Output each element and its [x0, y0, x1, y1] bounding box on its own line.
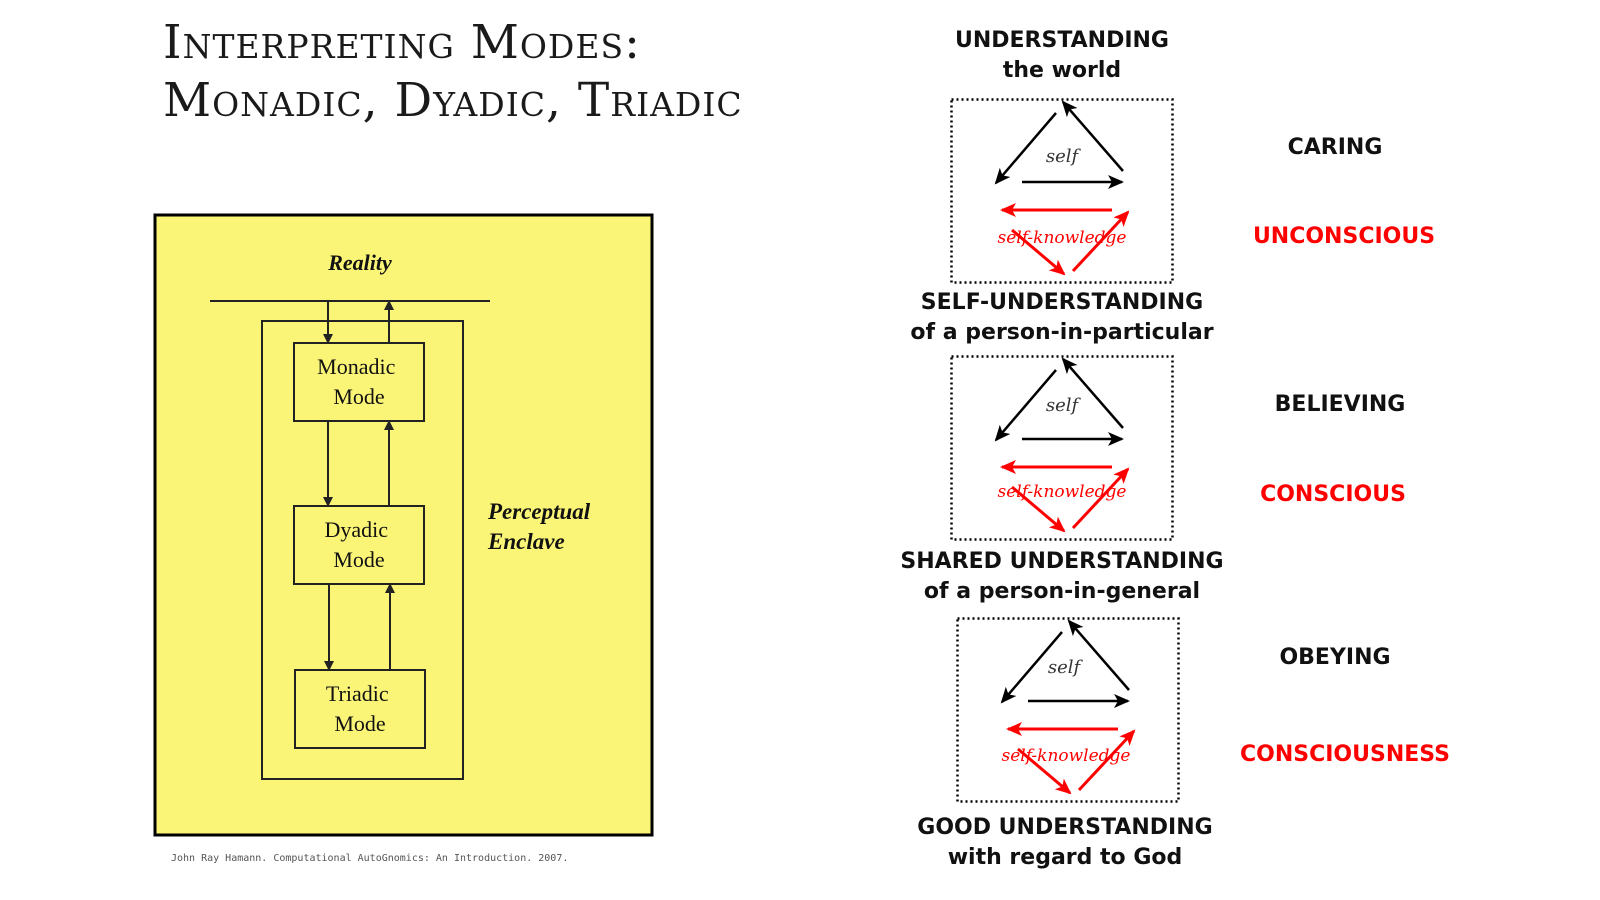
self-knowledge-label: self-knowledge [1001, 746, 1130, 766]
cycle-box [956, 617, 1180, 803]
level-shared-understanding: SHARED UNDERSTANDING of a person-in-gene… [872, 547, 1252, 607]
self-label: self [1046, 146, 1082, 167]
arrow-icon [1067, 619, 1130, 691]
level-subheading: the world [1002, 58, 1122, 83]
svg-text:Dyadic Mode: Dyadic Mode [324, 517, 393, 572]
level-subheading: with regard to God [947, 845, 1183, 870]
arrow-icon [1077, 729, 1136, 792]
arrow-icon [1011, 485, 1066, 533]
conscious-label: CONSCIOUS [1260, 482, 1406, 507]
level-subheading: of a person-in-general [923, 579, 1201, 604]
consciousness-label: CONSCIOUSNESS [1240, 742, 1450, 767]
mode-label-line-1: Triadic [326, 681, 389, 706]
level-subheading: of a person-in-particular [910, 320, 1214, 345]
svg-text:Monadic Mode: Monadic Mode [317, 354, 401, 409]
self-knowledge-label: self-knowledge [997, 228, 1126, 248]
mode-label-line-1: Dyadic [324, 517, 388, 542]
mode-label-line-2: Mode [333, 547, 384, 572]
svg-text:Triadic Mode: Triadic Mode [326, 681, 394, 736]
caring-label: CARING [1287, 135, 1383, 160]
arrow-icon [994, 112, 1057, 185]
arrow-icon [1061, 357, 1124, 429]
level-heading: SHARED UNDERSTANDING [900, 549, 1224, 574]
arrow-icon [1017, 747, 1072, 795]
believing-label: BELIEVING [1274, 392, 1406, 417]
mode-flow-arrows [323, 300, 395, 671]
monadic-mode-box: Monadic Mode [293, 342, 425, 422]
self-cycle-3: self self-knowledge [956, 617, 1180, 803]
self-cycle-2: self self-knowledge [950, 355, 1174, 541]
title-line-2: Monadic, Dyadic, Triadic [163, 73, 743, 128]
level-self-understanding: SELF-UNDERSTANDING of a person-in-partic… [872, 288, 1252, 348]
mode-label-line-2: Mode [334, 711, 385, 736]
dyadic-mode-box: Dyadic Mode [293, 505, 425, 585]
arrow-icon [1011, 228, 1066, 276]
enclave-label-line-1: Perceptual [487, 499, 591, 524]
level-heading: SELF-UNDERSTANDING [920, 290, 1204, 315]
title-line-1: Interpreting Modes: [163, 15, 641, 70]
interpreting-modes-diagram: Reality Perceptual Enclave Monadic Mode … [153, 213, 654, 837]
mode-label-line-2: Mode [333, 384, 384, 409]
level-good-understanding: GOOD UNDERSTANDING with regard to God [875, 813, 1255, 873]
obeying-label: OBEYING [1279, 645, 1391, 670]
self-knowledge-label: self-knowledge [997, 482, 1126, 502]
level-heading: UNDERSTANDING [954, 28, 1169, 53]
self-cycle-1: self self-knowledge [950, 98, 1174, 284]
arrow-icon [1071, 210, 1130, 273]
perceptual-enclave-boundary [261, 320, 464, 780]
slide-title: Interpreting Modes: Monadic, Dyadic, Tri… [163, 14, 743, 130]
level-understanding-world: UNDERSTANDING the world [872, 26, 1252, 86]
arrow-icon [1061, 100, 1124, 172]
cycle-box [950, 98, 1174, 284]
arrow-icon [1071, 467, 1130, 530]
enclave-label-line-2: Enclave [487, 529, 565, 554]
unconscious-label: UNCONSCIOUS [1252, 224, 1436, 249]
self-label: self [1048, 657, 1084, 678]
level-heading: GOOD UNDERSTANDING [917, 815, 1213, 840]
self-label: self [1046, 395, 1082, 416]
triadic-mode-box: Triadic Mode [294, 669, 426, 749]
perceptual-enclave-label: Perceptual Enclave [487, 499, 596, 554]
arrow-icon [994, 369, 1057, 442]
mode-label-line-1: Monadic [317, 354, 395, 379]
citation: John Ray Hamann. Computational AutoGnomi… [171, 853, 569, 864]
reality-label: Reality [327, 250, 392, 275]
cycle-box [950, 355, 1174, 541]
arrow-icon [1000, 631, 1063, 704]
